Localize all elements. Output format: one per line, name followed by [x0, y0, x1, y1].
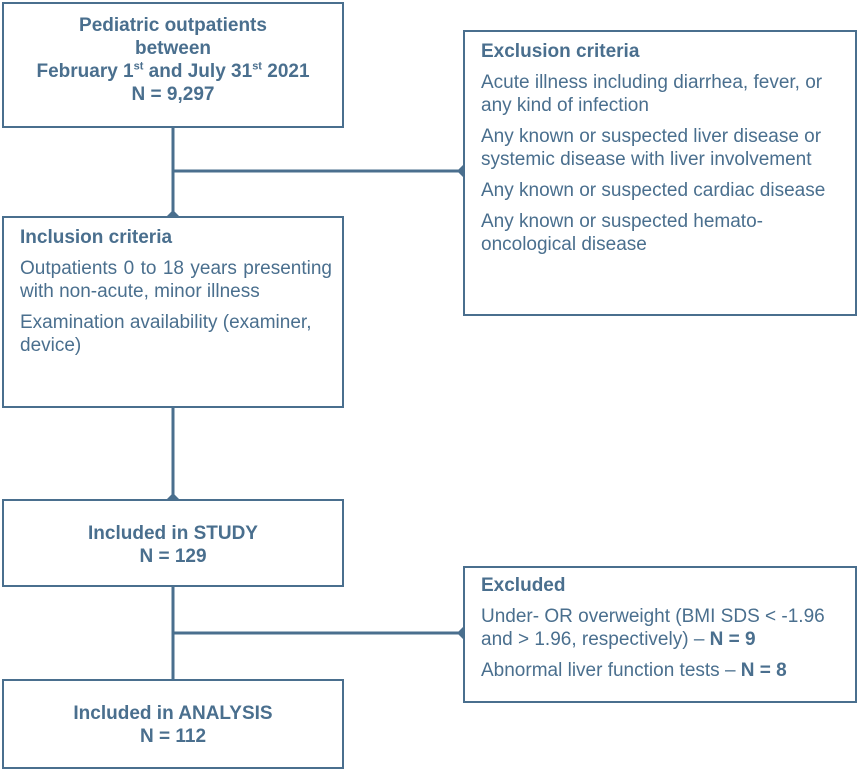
date-part2: and July 31 — [143, 61, 253, 82]
excluded-item-count: N = 8 — [740, 660, 787, 681]
excluded-item: Under- OR overweight (BMI SDS < -1.96 an… — [481, 605, 841, 651]
inclusion-item: Examination availability (examiner, devi… — [20, 312, 312, 356]
study-title: Included in STUDY — [88, 523, 258, 544]
start-line2: between — [134, 38, 212, 59]
box-included-study: Included in STUDY N = 129 — [2, 499, 344, 587]
excluded-item: Abnormal liver function tests – N = 8 — [481, 659, 841, 682]
start-date-range: February 1st and July 31st 2021 — [4, 60, 342, 83]
exclusion-item: Any known or suspected liver disease or … — [481, 126, 822, 170]
box-included-analysis: Included in ANALYSIS N = 112 — [2, 679, 344, 769]
date-part3: 2021 — [261, 61, 310, 82]
box-exclusion-criteria: Exclusion criteria Acute illness includi… — [463, 30, 857, 316]
date-sup2: st — [252, 60, 262, 73]
exclusion-item: Any known or suspected hemato-oncologica… — [481, 211, 763, 255]
box-excluded: Excluded Under- OR overweight (BMI SDS <… — [463, 566, 857, 703]
box-pediatric-outpatients: Pediatric outpatients between February 1… — [2, 2, 344, 128]
exclusion-item: Any known or suspected cardiac disease — [481, 180, 826, 201]
date-sup1: st — [133, 60, 144, 73]
start-count: N = 9,297 — [131, 84, 215, 105]
inclusion-title: Inclusion criteria — [20, 227, 173, 248]
analysis-title: Included in ANALYSIS — [73, 703, 273, 724]
exclusion-title: Exclusion criteria — [481, 41, 640, 62]
inclusion-item: Outpatients 0 to 18 years presenting wit… — [20, 258, 332, 302]
analysis-count: N = 112 — [139, 726, 207, 747]
excluded-item-text: Under- OR overweight (BMI SDS < -1.96 an… — [481, 606, 825, 650]
excluded-title: Excluded — [481, 575, 566, 596]
start-line1: Pediatric outpatients — [79, 15, 267, 36]
box-inclusion-criteria: Inclusion criteria Outpatients 0 to 18 y… — [2, 216, 344, 408]
exclusion-item: Acute illness including diarrhea, fever,… — [481, 72, 823, 116]
excluded-item-count: N = 9 — [709, 629, 756, 650]
study-count: N = 129 — [139, 546, 207, 567]
excluded-item-text: Abnormal liver function tests – — [481, 660, 741, 681]
date-part1: February 1 — [36, 61, 134, 82]
